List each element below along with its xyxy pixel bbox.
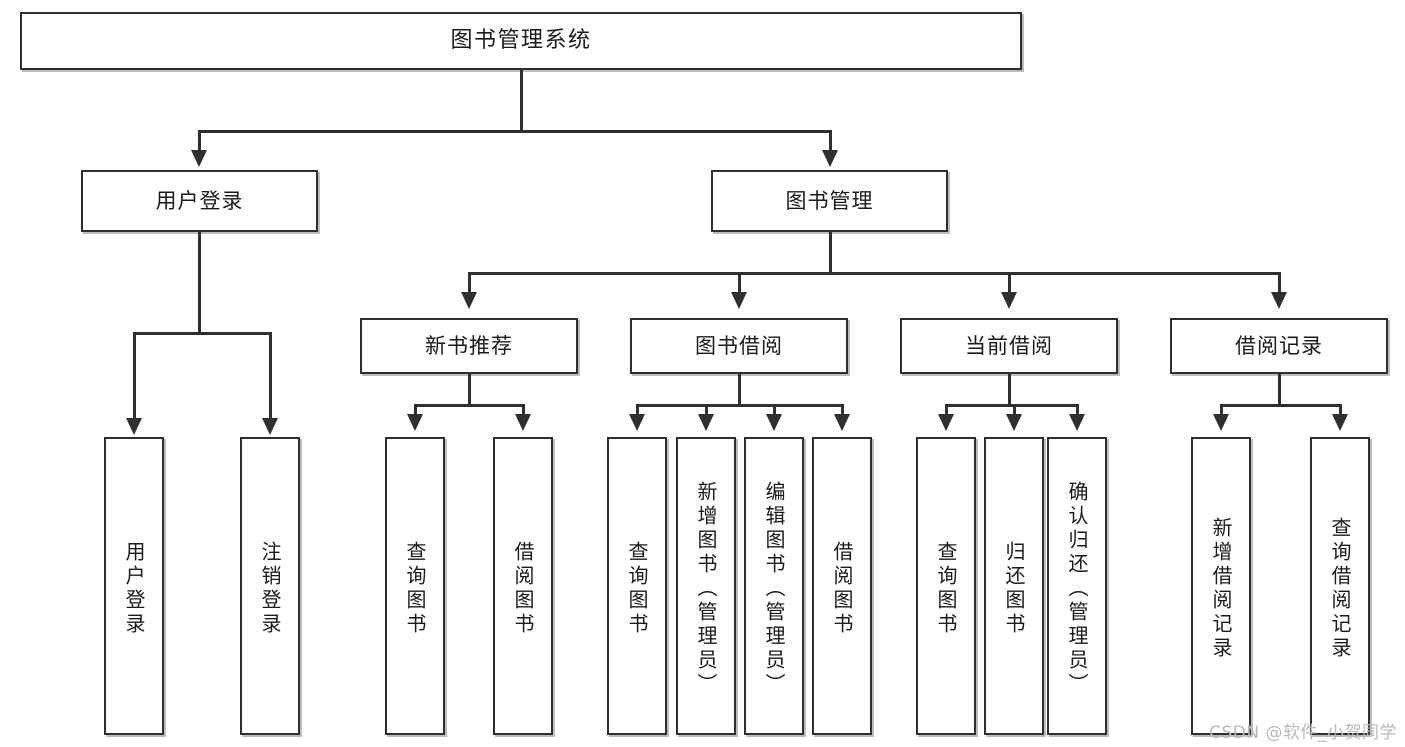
arrow-current-borrow-leaf-1: [938, 414, 954, 431]
edge-user-login-leaf-2: [269, 332, 272, 420]
leaf-current-borrow-2[interactable]: 归还图书: [984, 437, 1044, 735]
edge-borrow-record-stem: [1278, 374, 1281, 406]
edge-user-login-leaf-1: [133, 332, 136, 420]
arrow-book-borrow-leaf-3: [766, 414, 782, 431]
leaf-new-book-2[interactable]: 借阅图书: [493, 437, 553, 735]
edge-book-borrow-leaf-3: [773, 404, 776, 416]
edge-book-borrow-bus: [636, 404, 844, 407]
arrow-bm-to-new-book: [461, 292, 477, 309]
leaf-book-borrow-4[interactable]: 借阅图书: [812, 437, 872, 735]
node-label: 新增图书（管理员）: [694, 481, 718, 697]
arrow-borrow-record-leaf-1: [1213, 414, 1229, 431]
arrow-new-book-leaf-2: [515, 414, 531, 431]
edge-bm-to-new-book: [468, 272, 471, 294]
leaf-borrow-record-1[interactable]: 新增借阅记录: [1191, 437, 1251, 735]
edge-book-borrow-leaf-4: [841, 404, 844, 416]
node-user-login[interactable]: 用户登录: [81, 170, 318, 232]
leaf-book-borrow-2[interactable]: 新增图书（管理员）: [676, 437, 736, 735]
edge-bm-to-borrow-record: [1278, 272, 1281, 294]
node-label: 借阅记录: [1235, 333, 1323, 358]
node-label: 图书借阅: [695, 333, 783, 358]
edge-current-borrow-leaf-3: [1076, 404, 1079, 416]
edge-book-management-bus: [468, 272, 1280, 275]
arrow-borrow-record-leaf-2: [1332, 414, 1348, 431]
edge-new-book-stem: [468, 374, 471, 406]
node-label: 借阅图书: [511, 541, 535, 637]
node-label: 查询借阅记录: [1328, 517, 1352, 661]
edge-bm-to-book-borrow: [738, 272, 741, 294]
arrow-bm-to-book-borrow: [731, 292, 747, 309]
leaf-user-login-1[interactable]: 用户登录: [104, 437, 164, 735]
arrow-root-to-user-login: [191, 150, 207, 167]
arrow-bm-to-borrow-record: [1271, 292, 1287, 309]
node-label: 查询图书: [625, 541, 649, 637]
edge-user-login-stem: [198, 232, 201, 334]
arrow-user-login-leaf-1: [126, 418, 142, 435]
node-label: 用户登录: [122, 541, 146, 637]
node-label: 查询图书: [934, 541, 958, 637]
node-label: 借阅图书: [830, 541, 854, 637]
leaf-book-borrow-3[interactable]: 编辑图书（管理员）: [744, 437, 804, 735]
edge-book-management-stem: [829, 232, 832, 274]
arrow-root-to-book-management: [822, 150, 838, 167]
leaf-user-login-2[interactable]: 注销登录: [240, 437, 300, 735]
edge-new-book-leaf-2: [522, 404, 525, 416]
edge-book-borrow-leaf-1: [636, 404, 639, 416]
edge-borrow-record-leaf-1: [1220, 404, 1223, 416]
edge-current-borrow-stem: [1008, 374, 1011, 406]
edge-book-borrow-stem: [738, 374, 741, 406]
leaf-new-book-1[interactable]: 查询图书: [385, 437, 445, 735]
edge-current-borrow-leaf-2: [1013, 404, 1016, 416]
leaf-borrow-record-2[interactable]: 查询借阅记录: [1310, 437, 1370, 735]
edge-root-bus: [198, 130, 832, 133]
node-label: 编辑图书（管理员）: [762, 481, 786, 697]
node-current-borrow[interactable]: 当前借阅: [900, 318, 1118, 374]
node-label: 新增借阅记录: [1209, 517, 1233, 661]
leaf-book-borrow-1[interactable]: 查询图书: [607, 437, 667, 735]
edge-new-book-leaf-1: [414, 404, 417, 416]
edge-current-borrow-bus: [945, 404, 1079, 407]
edge-book-borrow-leaf-2: [705, 404, 708, 416]
leaf-current-borrow-3[interactable]: 确认归还（管理员）: [1047, 437, 1107, 735]
node-label: 新书推荐: [425, 333, 513, 358]
edge-borrow-record-leaf-2: [1339, 404, 1342, 416]
edge-root-to-user-login: [198, 130, 201, 152]
node-book-borrow[interactable]: 图书借阅: [630, 318, 848, 374]
arrow-book-borrow-leaf-4: [834, 414, 850, 431]
arrow-current-borrow-leaf-3: [1069, 414, 1085, 431]
arrow-user-login-leaf-2: [262, 418, 278, 435]
node-new-book-recommend[interactable]: 新书推荐: [360, 318, 578, 374]
arrow-current-borrow-leaf-2: [1006, 414, 1022, 431]
edge-root-stem: [520, 70, 523, 132]
edge-bm-to-current-borrow: [1008, 272, 1011, 294]
node-label: 归还图书: [1002, 541, 1026, 637]
edge-user-login-bus: [133, 332, 271, 335]
edge-current-borrow-leaf-1: [945, 404, 948, 416]
edge-new-book-bus: [414, 404, 525, 407]
arrow-book-borrow-leaf-2: [698, 414, 714, 431]
leaf-current-borrow-1[interactable]: 查询图书: [916, 437, 976, 735]
node-label: 当前借阅: [965, 333, 1053, 358]
node-label: 查询图书: [403, 541, 427, 637]
node-label: 确认归还（管理员）: [1065, 481, 1089, 697]
node-book-management[interactable]: 图书管理: [711, 170, 948, 232]
node-label: 注销登录: [258, 541, 282, 637]
node-root-book-management-system[interactable]: 图书管理系统: [20, 12, 1022, 70]
arrow-new-book-leaf-1: [407, 414, 423, 431]
arrow-book-borrow-leaf-1: [629, 414, 645, 431]
node-label: 图书管理: [785, 188, 874, 213]
node-borrow-record[interactable]: 借阅记录: [1170, 318, 1388, 374]
node-label: 用户登录: [155, 188, 244, 213]
node-label: 图书管理系统: [450, 28, 592, 54]
edge-root-to-book-management: [829, 130, 832, 152]
edge-borrow-record-bus: [1220, 404, 1342, 407]
arrow-bm-to-current-borrow: [1001, 292, 1017, 309]
